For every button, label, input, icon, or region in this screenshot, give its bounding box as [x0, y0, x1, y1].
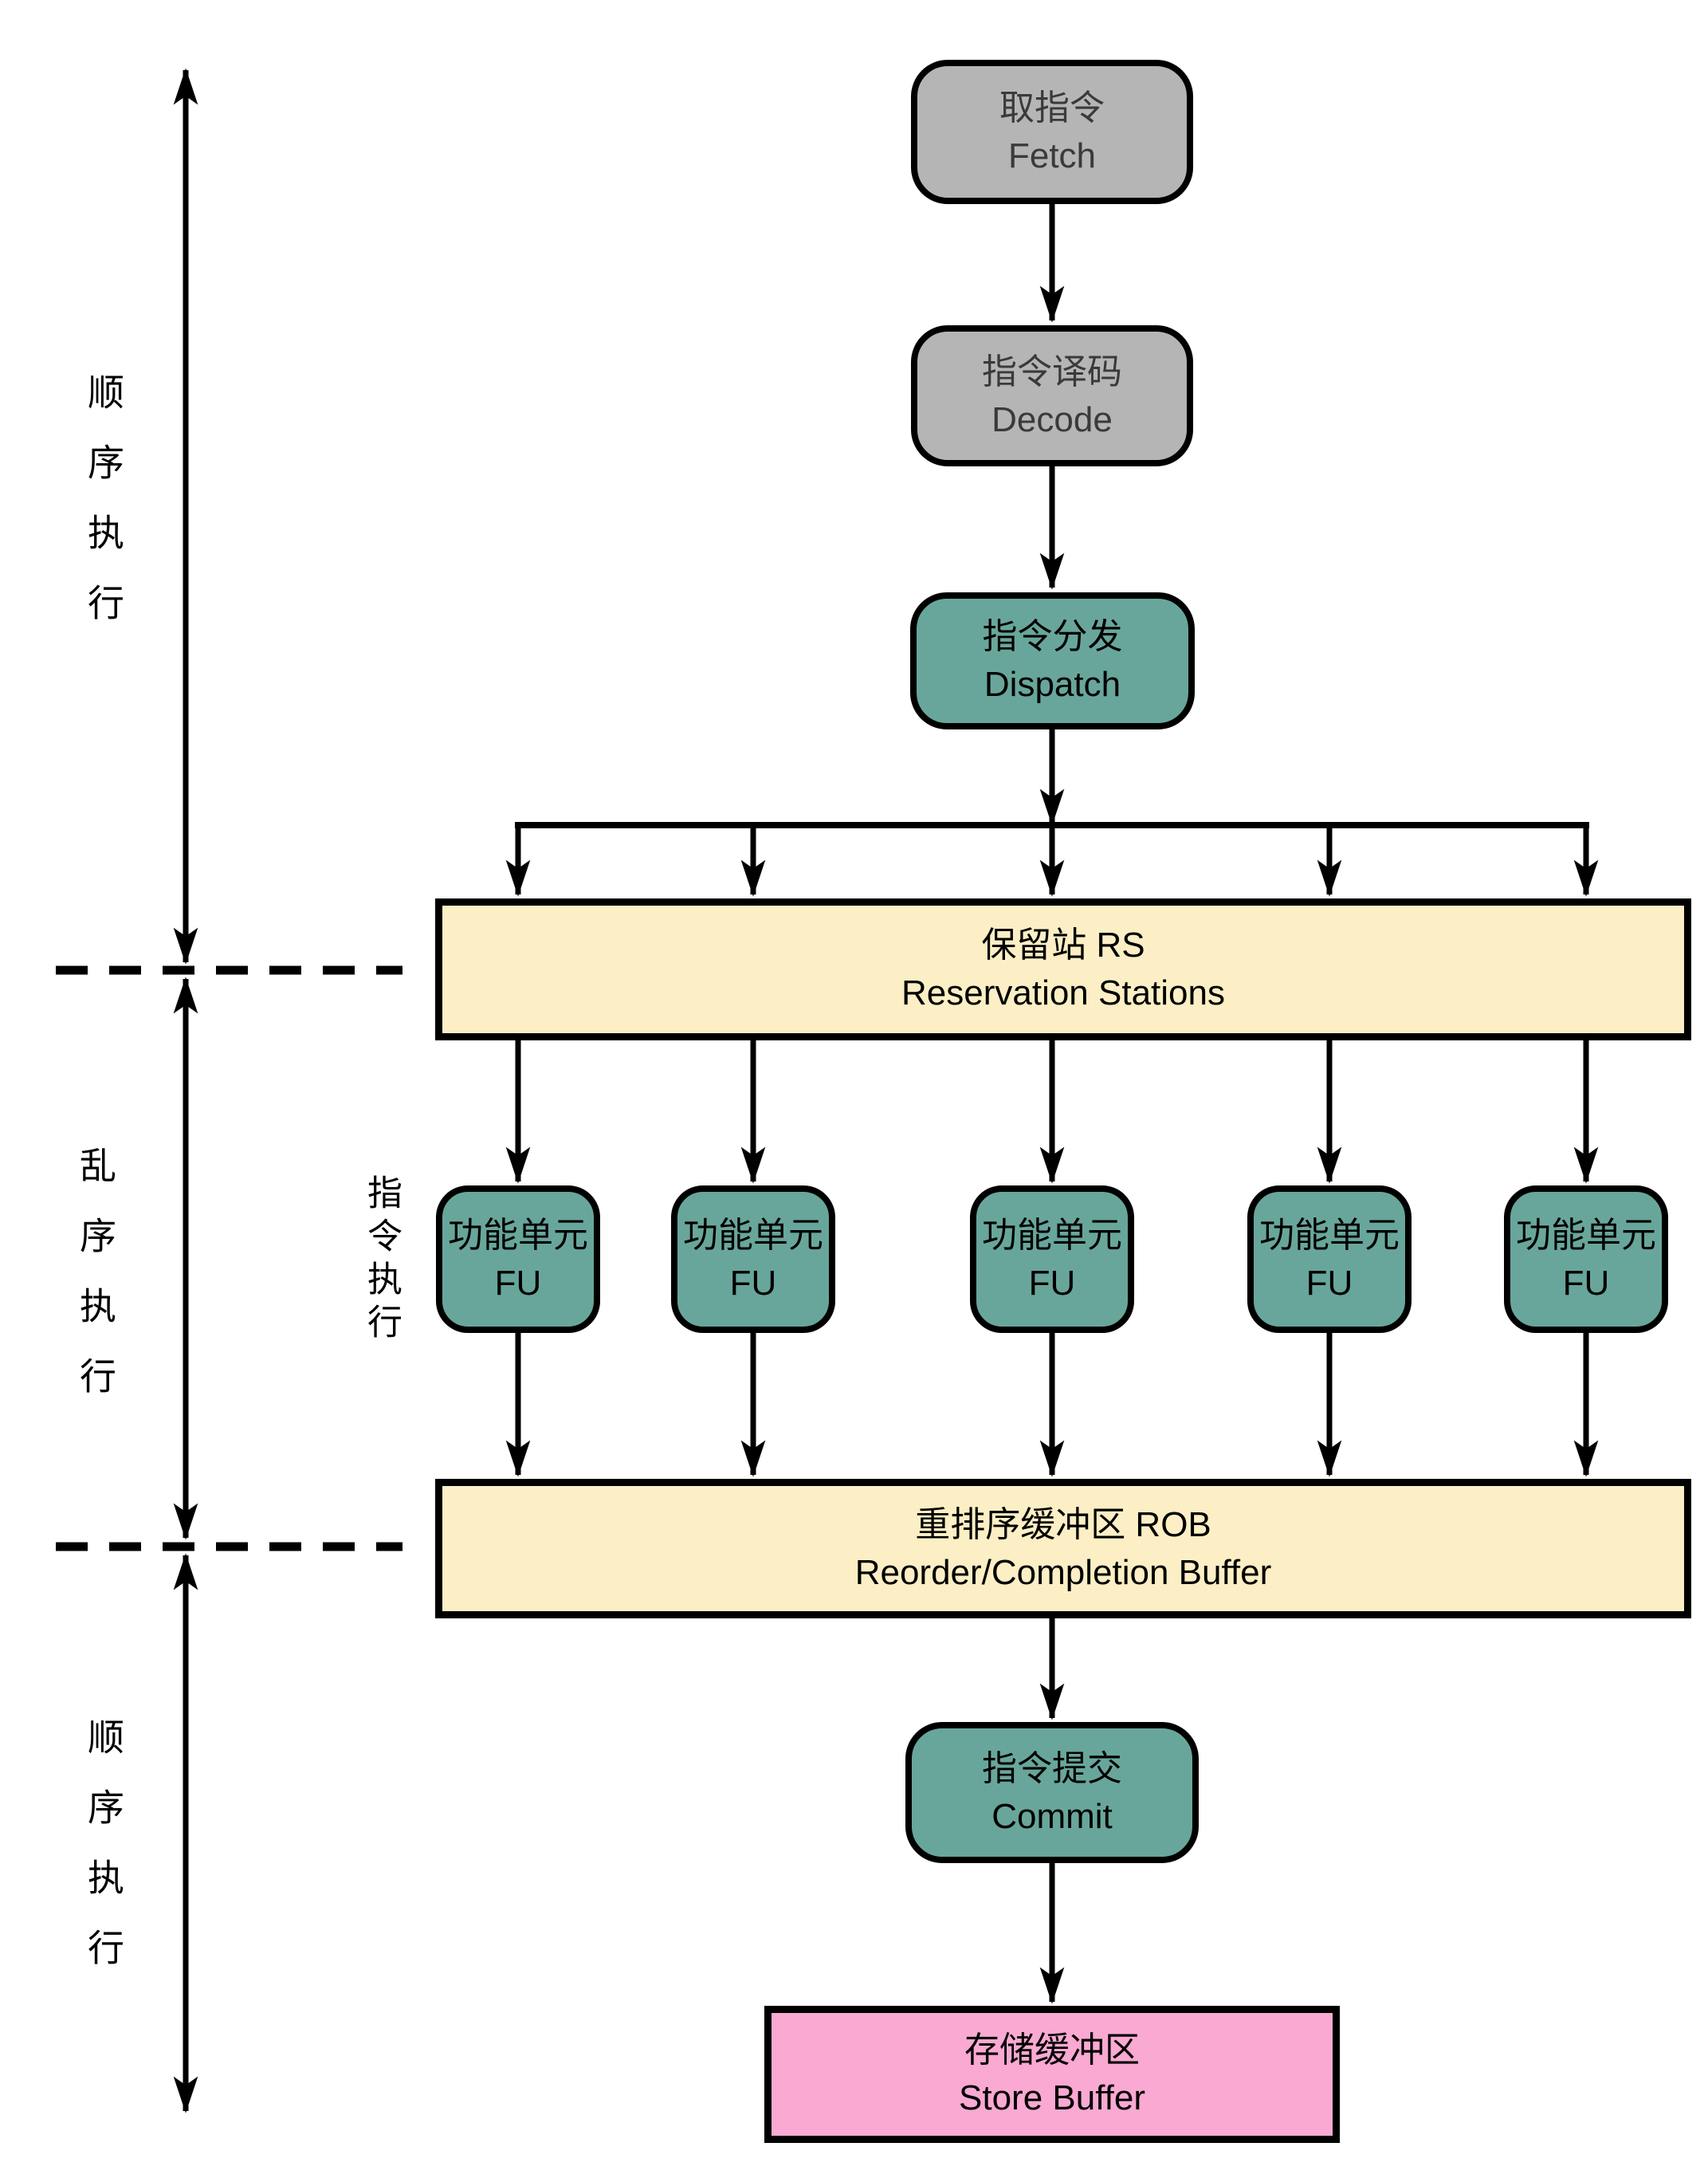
node-fu-2: 功能单元 FU: [671, 1185, 835, 1333]
node-store-buffer: 存储缓冲区 Store Buffer: [764, 2006, 1340, 2143]
node-rob-label-en: Reorder/Completion Buffer: [854, 1552, 1272, 1592]
node-decode: 指令译码 Decode: [911, 325, 1193, 466]
node-commit-label-zh: 指令提交: [982, 1748, 1122, 1788]
phase-label-out-of-order: 乱序执行: [75, 1146, 116, 1427]
label-instruction-execution: 指令执行: [362, 1174, 401, 1347]
node-reorder-buffer: 重排序缓冲区 ROB Reorder/Completion Buffer: [435, 1479, 1691, 1618]
node-decode-label-zh: 指令译码: [982, 352, 1122, 391]
node-fetch: 取指令 Fetch: [911, 60, 1193, 204]
node-fetch-label-zh: 取指令: [999, 88, 1105, 128]
node-rs-label-en: Reservation Stations: [901, 973, 1225, 1012]
node-fu-4: 功能单元 FU: [1247, 1185, 1412, 1333]
phase-label-in-order-top: 顺序执行: [83, 373, 124, 654]
node-fu-3-label-zh: 功能单元: [982, 1215, 1122, 1255]
node-fu-4-label-zh: 功能单元: [1259, 1215, 1400, 1255]
node-fu-5: 功能单元 FU: [1504, 1185, 1668, 1333]
node-reservation-stations: 保留站 RS Reservation Stations: [435, 898, 1691, 1040]
node-rob-label-zh: 重排序缓冲区 ROB: [915, 1504, 1211, 1544]
node-store-label-zh: 存储缓冲区: [964, 2031, 1140, 2070]
node-fu-2-label-en: FU: [729, 1263, 777, 1303]
node-fetch-label-en: Fetch: [1007, 136, 1097, 175]
node-dispatch-label-en: Dispatch: [984, 665, 1121, 704]
node-dispatch-label-zh: 指令分发: [982, 617, 1123, 656]
node-fu-3-label-en: FU: [1028, 1263, 1076, 1303]
node-fu-1-label-en: FU: [494, 1263, 542, 1303]
node-fu-2-label-zh: 功能单元: [683, 1215, 823, 1255]
node-store-label-en: Store Buffer: [959, 2078, 1145, 2117]
node-decode-label-en: Decode: [991, 399, 1113, 439]
node-commit-label-en: Commit: [991, 1796, 1113, 1836]
phase-label-in-order-bottom: 顺序执行: [83, 1718, 124, 1999]
node-rs-label-zh: 保留站 RS: [981, 926, 1145, 965]
node-fu-3: 功能单元 FU: [970, 1185, 1134, 1333]
node-fu-5-label-en: FU: [1562, 1263, 1610, 1303]
node-fu-1: 功能单元 FU: [436, 1185, 600, 1333]
node-commit: 指令提交 Commit: [905, 1722, 1199, 1863]
node-fu-5-label-zh: 功能单元: [1516, 1215, 1656, 1255]
node-fu-4-label-en: FU: [1306, 1263, 1353, 1303]
node-dispatch: 指令分发 Dispatch: [910, 592, 1195, 729]
node-fu-1-label-zh: 功能单元: [448, 1215, 588, 1255]
